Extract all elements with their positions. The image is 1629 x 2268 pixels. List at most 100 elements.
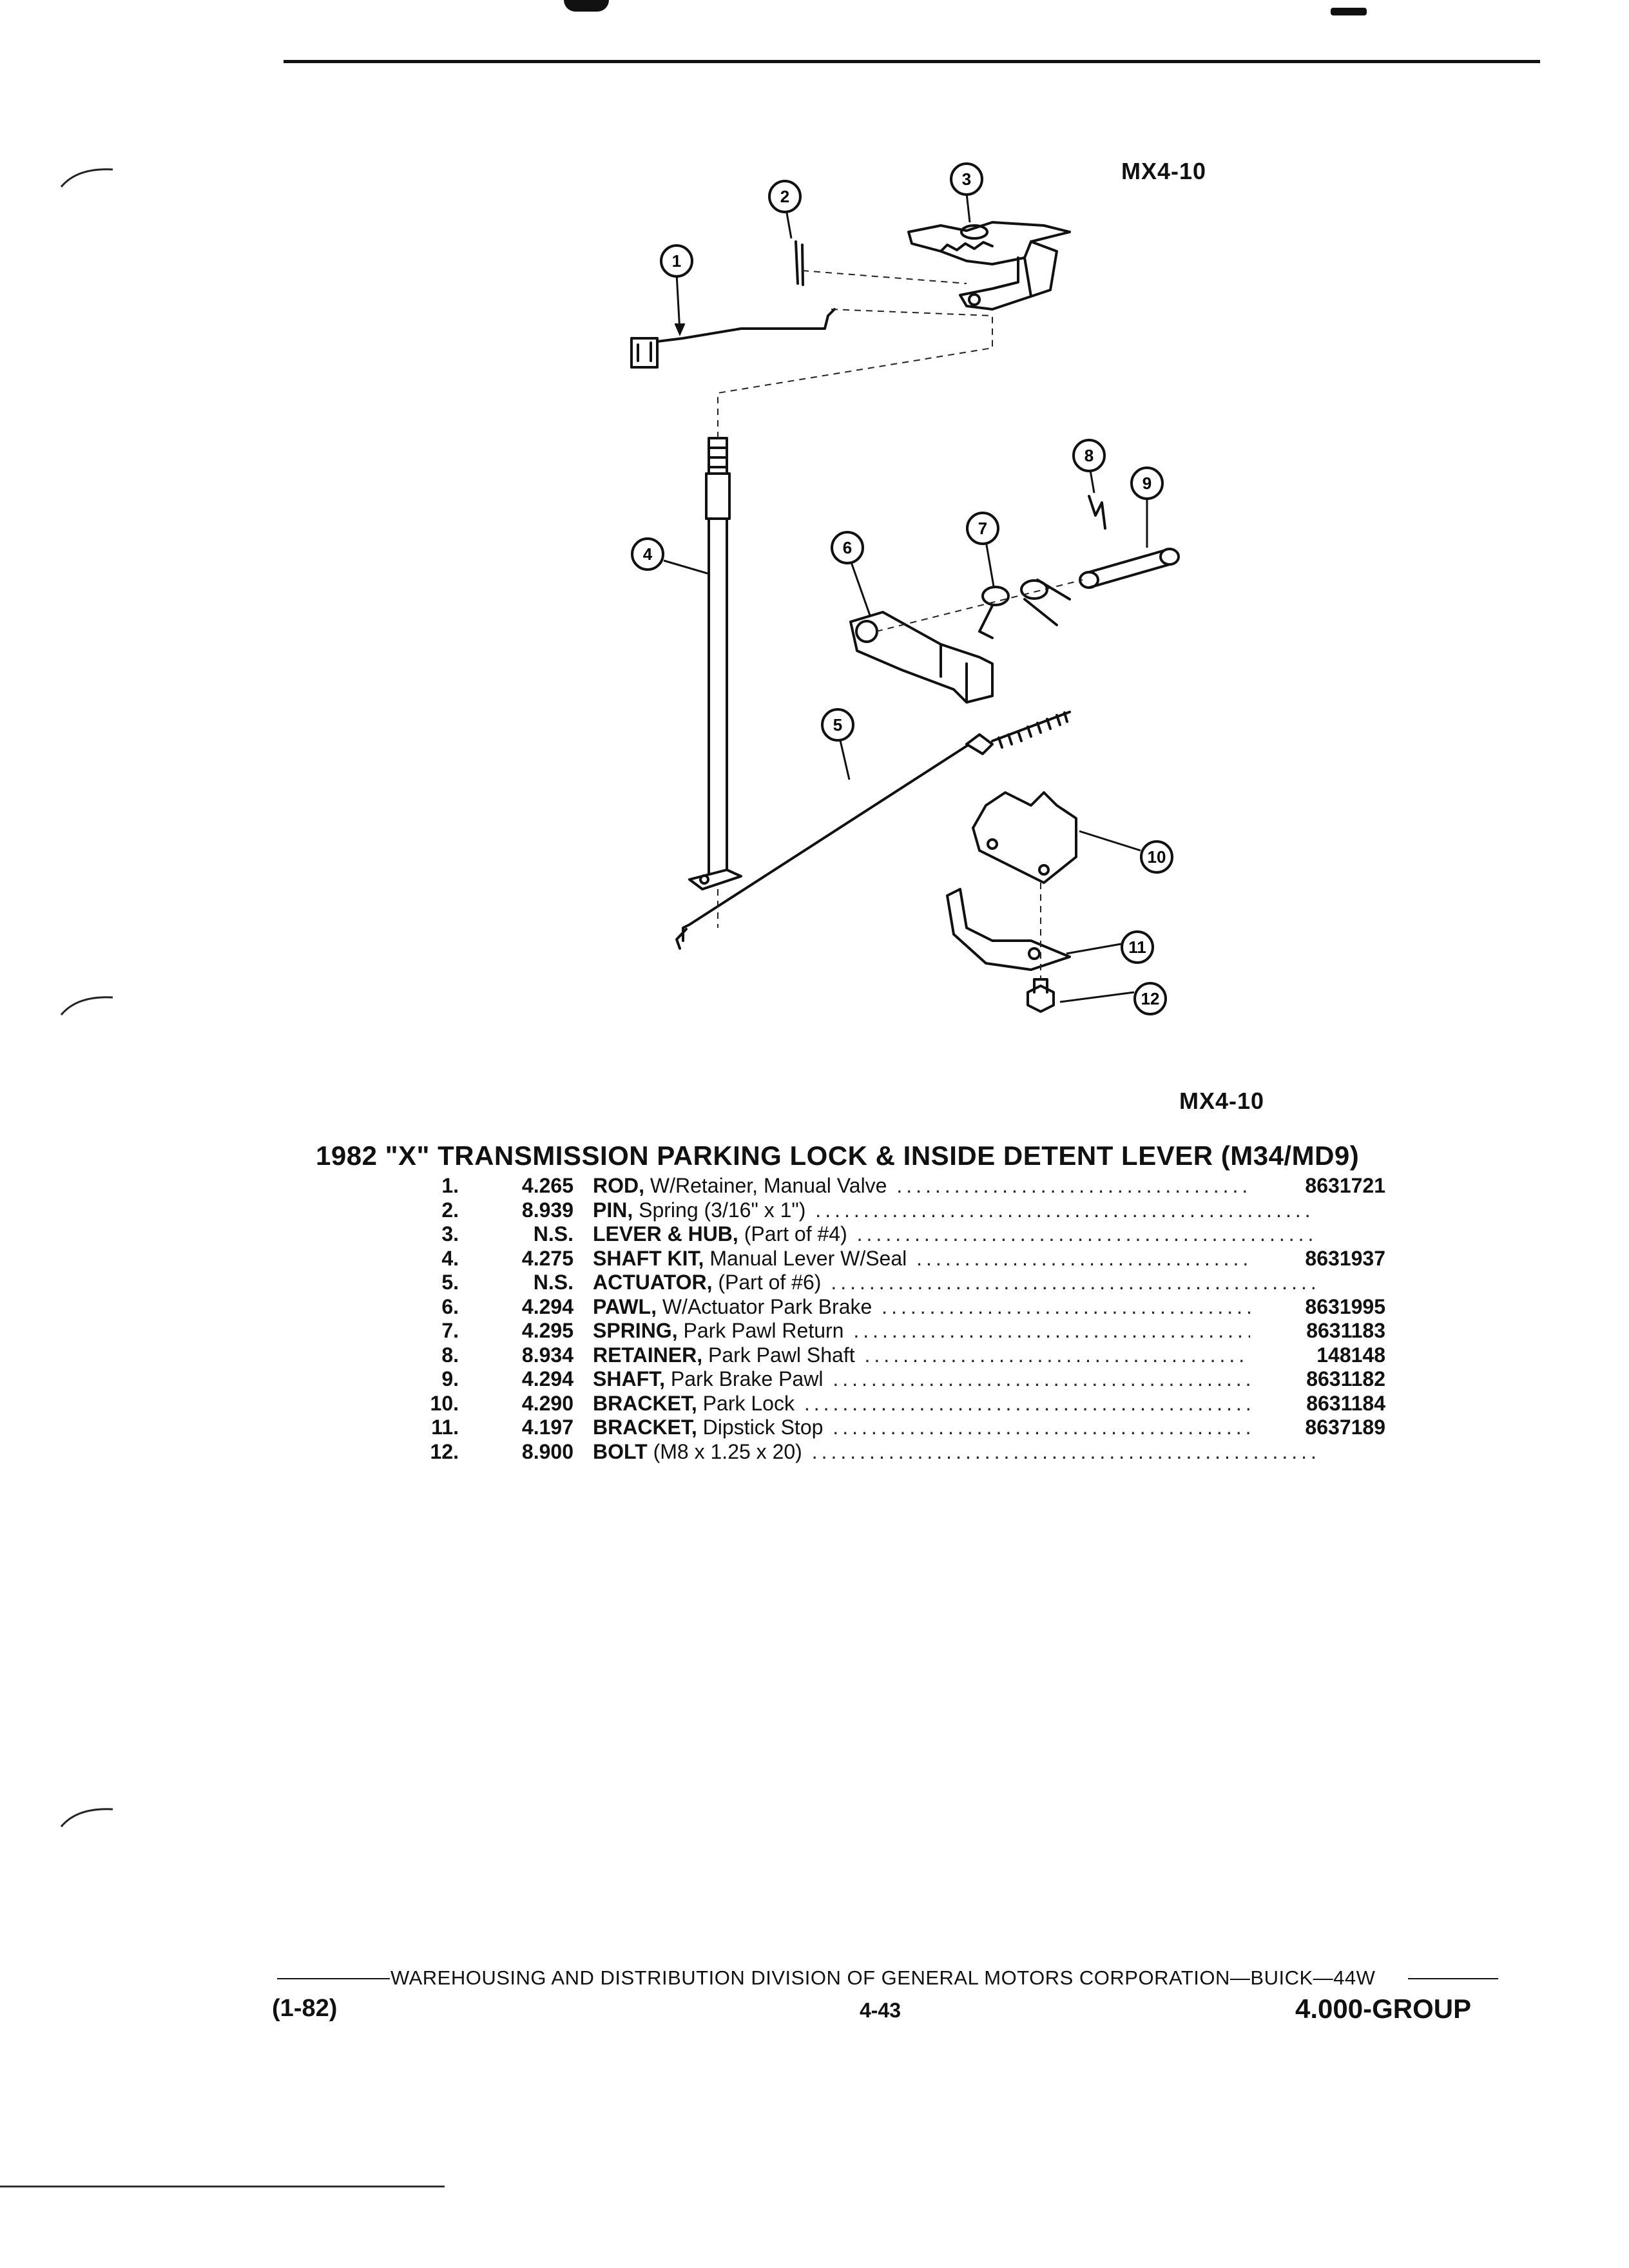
item-detail: Park Brake Pawl: [670, 1367, 824, 1390]
group-number: 4.290: [521, 1391, 574, 1415]
item-detail: Park Pawl Shaft: [708, 1343, 855, 1367]
item-description: PAWL, W/Actuator Park Brake ............…: [593, 1295, 1315, 1320]
scan-smudge: [1331, 8, 1367, 15]
parts-row: 5. N.S. ACTUATOR, (Part of #6) ...........…: [400, 1271, 1385, 1295]
part-number: 8631995: [1250, 1294, 1385, 1319]
item-description: RETAINER, Park Pawl Shaft ..............…: [593, 1343, 1315, 1368]
parts-row: 10. 4.290 BRACKET, Park Lock .............…: [400, 1391, 1385, 1416]
park-pawl-return-spring-part: [978, 579, 1071, 639]
callout-8: 8: [1084, 446, 1094, 465]
group-number: 4.265: [521, 1174, 574, 1197]
dot-leader: ........................................…: [856, 1222, 1315, 1245]
item-name: ACTUATOR,: [593, 1271, 713, 1294]
item-detail: Park Lock: [702, 1391, 795, 1415]
punch-hole-mark: [60, 168, 113, 187]
item-description: BRACKET, Dipstick Stop .................…: [593, 1416, 1315, 1440]
dot-leader: ........................................…: [815, 1198, 1315, 1222]
callout-1: 1: [672, 251, 681, 271]
item-description: SHAFT, Park Brake Pawl .................…: [593, 1367, 1315, 1392]
group-number: N.S.: [533, 1271, 574, 1294]
group-number: 8.900: [521, 1439, 574, 1463]
item-description: BOLT (M8 x 1.25 x 20) ..................…: [593, 1440, 1315, 1465]
callout-3: 3: [962, 169, 971, 189]
item-number: 10.: [430, 1391, 459, 1415]
dot-leader: ........................................…: [916, 1246, 1315, 1270]
part-number: 8631721: [1250, 1174, 1385, 1198]
item-detail: W/Retainer, Manual Valve: [650, 1174, 887, 1197]
item-name: PIN,: [593, 1198, 633, 1222]
park-lock-bracket-part: [972, 791, 1077, 884]
footer-rule-right: [1408, 1978, 1498, 1979]
dot-leader: ........................................…: [833, 1367, 1315, 1390]
part-number: 8631183: [1250, 1319, 1385, 1343]
dot-leader: ........................................…: [811, 1439, 1315, 1463]
item-name: RETAINER,: [593, 1343, 703, 1367]
item-number: 11.: [431, 1416, 459, 1439]
callout-6: 6: [843, 538, 852, 557]
part-number: 8637189: [1250, 1416, 1385, 1440]
group-number: 4.295: [521, 1319, 574, 1342]
item-number: 5.: [441, 1271, 459, 1294]
dot-leader: ........................................…: [882, 1294, 1315, 1318]
parts-row: 1. 4.265 ROD, W/Retainer, Manual Valve ...…: [400, 1174, 1385, 1198]
top-rule: [284, 60, 1540, 63]
callout-7: 7: [978, 519, 987, 538]
scan-smudge: [564, 0, 609, 12]
item-detail: Manual Lever W/Seal: [709, 1246, 907, 1270]
item-number: 3.: [441, 1222, 459, 1245]
item-detail: (M8 x 1.25 x 20): [653, 1439, 802, 1463]
manual-valve-rod-part: [630, 308, 836, 369]
item-detail: Park Pawl Return: [683, 1319, 844, 1342]
item-name: PAWL,: [593, 1294, 657, 1318]
actuator-rod-part: [675, 711, 1071, 950]
part-number: 8631182: [1250, 1367, 1385, 1392]
item-description: BRACKET, Park Lock .....................…: [593, 1392, 1315, 1416]
item-number: 6.: [441, 1294, 459, 1318]
item-detail: Spring (3/16" x 1"): [639, 1198, 806, 1222]
item-name: BOLT: [593, 1439, 648, 1463]
item-number: 1.: [441, 1174, 459, 1197]
item-name: LEVER & HUB,: [593, 1222, 738, 1245]
figure-label-top: MX4-10: [1121, 158, 1207, 184]
item-number: 7.: [441, 1319, 459, 1342]
item-description: LEVER & HUB, (Part of #4) ..............…: [593, 1222, 1315, 1247]
item-description: ACTUATOR, (Part of #6) .................…: [593, 1271, 1315, 1295]
item-number: 8.: [441, 1343, 459, 1367]
footer-publisher: WAREHOUSING AND DISTRIBUTION DIVISION OF…: [390, 1966, 1376, 1989]
item-detail: (Part of #6): [718, 1271, 822, 1294]
group-number: 4.197: [521, 1416, 574, 1439]
item-description: SHAFT KIT, Manual Lever W/Seal .........…: [593, 1247, 1315, 1271]
item-name: BRACKET,: [593, 1416, 697, 1439]
item-name: SPRING,: [593, 1319, 678, 1342]
item-name: ROD,: [593, 1174, 644, 1197]
page-title: 1982 "X" TRANSMISSION PARKING LOCK & INS…: [316, 1140, 1360, 1171]
item-number: 2.: [441, 1198, 459, 1222]
bottom-rule: [0, 2186, 445, 2187]
callout-9: 9: [1142, 474, 1152, 493]
parts-list: 1. 4.265 ROD, W/Retainer, Manual Valve ...…: [400, 1174, 1385, 1464]
group-number: 4.294: [521, 1367, 574, 1390]
item-detail: (Part of #4): [744, 1222, 847, 1245]
exploded-parts-diagram: 1 2 3 4 5 6 7 8 9 10 11 12: [630, 162, 1180, 1015]
item-name: BRACKET,: [593, 1391, 697, 1415]
callout-5: 5: [833, 715, 842, 735]
item-name: SHAFT,: [593, 1367, 665, 1390]
part-number: 148148: [1250, 1343, 1385, 1367]
group-number: N.S.: [533, 1222, 574, 1245]
dipstick-stop-bracket-part: [946, 888, 1071, 971]
parts-row: 11. 4.197 BRACKET, Dipstick Stop .........…: [400, 1416, 1385, 1440]
manual-lever-shaft-part: [688, 437, 742, 890]
callout-4: 4: [643, 544, 653, 564]
callout-11: 11: [1128, 937, 1146, 957]
item-detail: W/Actuator Park Brake: [662, 1294, 872, 1318]
callout-2: 2: [780, 187, 789, 206]
dot-leader: ........................................…: [804, 1391, 1315, 1415]
callout-circles: 1 2 3 4 5 6 7 8 9 10 11 12: [631, 162, 1173, 1015]
item-description: ROD, W/Retainer, Manual Valve ..........…: [593, 1174, 1315, 1198]
